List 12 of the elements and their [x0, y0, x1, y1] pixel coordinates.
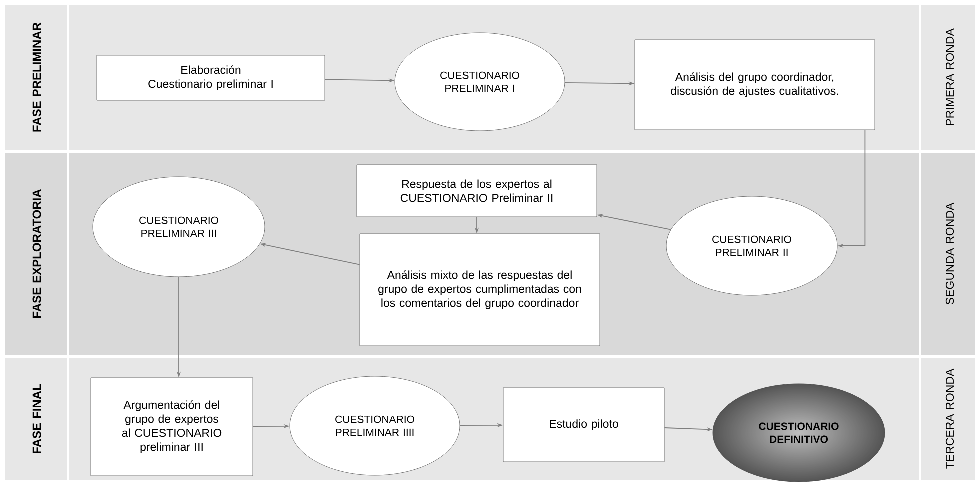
process-box: Argumentación del grupo de expertos al CUESTIONARIO preliminar III: [90, 378, 254, 476]
process-box: Análisis del grupo coordinador, discusión de ajustes cualitativos.: [634, 40, 876, 130]
process-box: Análisis mixto de las respuestas del grupo de expertos cumplimentadas con los comentarios del grupo coordinador: [360, 234, 600, 346]
round-label: TERCERA RONDA: [946, 368, 954, 469]
process-box: Estudio piloto: [503, 388, 665, 462]
round-label: PRIMERA RONDA: [946, 28, 954, 126]
phase-label: FASE EXPLORATORIA: [32, 190, 42, 318]
process-box: Respuesta de los expertos al CUESTIONARIO Preliminar II: [356, 164, 598, 218]
phase-label: FASE FINAL: [32, 384, 42, 454]
phase-label: FASE PRELIMINAR: [32, 22, 42, 132]
round-label: SEGUNDA RONDA: [946, 202, 954, 305]
process-box: Elaboración Cuestionario preliminar I: [96, 55, 326, 101]
